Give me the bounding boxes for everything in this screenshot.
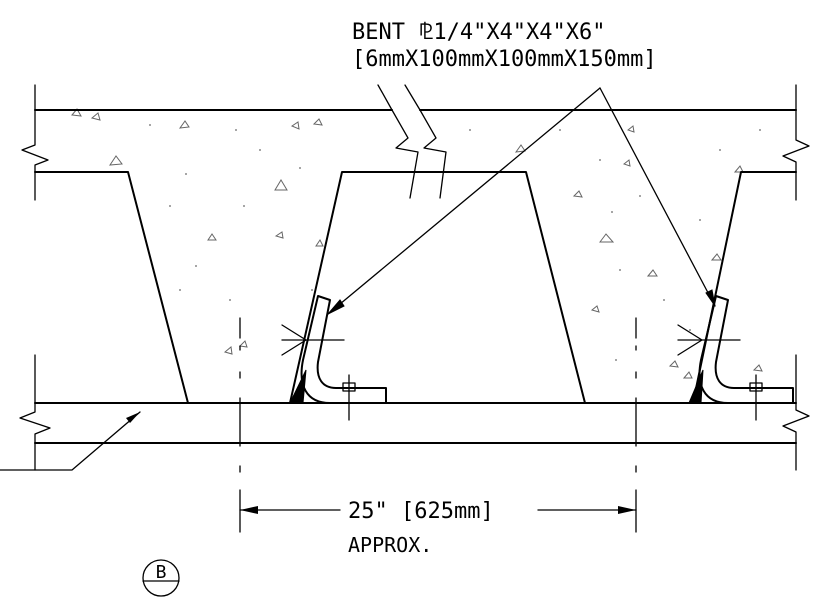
- dimension-line: [239, 506, 637, 514]
- callout-line-2: [6mmX100mmX100mmX150mm]: [352, 47, 657, 72]
- concrete-aggregate-pattern: [71, 108, 763, 379]
- section-marker-letter: B: [156, 562, 167, 583]
- dimension-note: APPROX.: [348, 533, 432, 557]
- break-lines: [19, 84, 810, 471]
- section-marker: [142, 559, 180, 597]
- metal-deck-profile: [34, 171, 797, 404]
- callout-line-1: BENT ⅊1/4"X4"X4"X6": [352, 20, 606, 45]
- weld-fillet-left: [289, 369, 307, 404]
- callout-leaders: [327, 87, 716, 315]
- bent-plate-left: [281, 295, 387, 421]
- bent-plate-right: [677, 295, 794, 421]
- beam-leader: [0, 411, 141, 471]
- steel-beam-flange: [34, 402, 797, 444]
- weld-fillet-right: [688, 369, 704, 404]
- slab-break-symbol: [377, 84, 447, 199]
- dimension-value: 25" [625mm]: [348, 499, 494, 524]
- centerlines: [239, 317, 637, 533]
